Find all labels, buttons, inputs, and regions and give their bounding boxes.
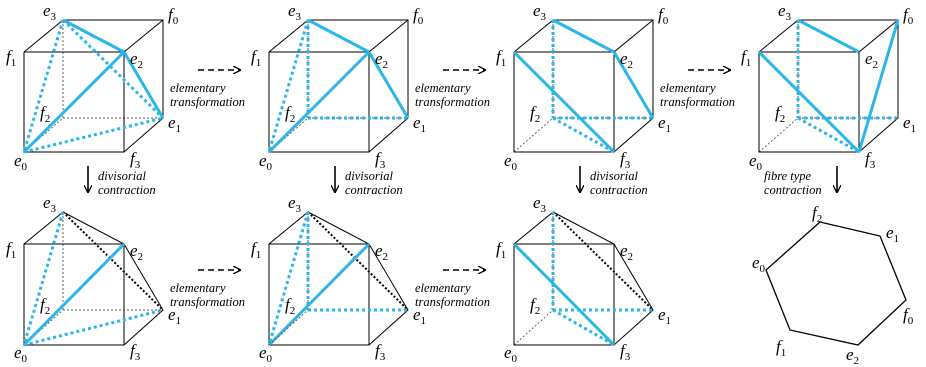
vertex-e3-top3: e3 xyxy=(533,1,547,23)
label-divisorial-3a: divisorial xyxy=(590,169,638,183)
vertex-e0-top4: e0 xyxy=(749,151,763,173)
label-divisorial-1a: divisorial xyxy=(98,169,146,183)
vertex-f2-top1: f2 xyxy=(40,103,50,125)
vertex-e1-top1: e1 xyxy=(168,113,181,135)
vertex-e1-top2: e1 xyxy=(413,113,426,135)
label-elementary-1a: elementary xyxy=(170,81,226,95)
label-elementary-2b: transformation xyxy=(415,95,490,109)
vertex-f3-top1: f3 xyxy=(130,149,141,171)
vertex-e2-top1: e2 xyxy=(130,49,143,71)
vertex-e3-top2: e3 xyxy=(288,1,302,23)
vertex-f1-top4: f1 xyxy=(741,47,751,69)
label-elementary-2a: elementary xyxy=(415,81,471,95)
vertex-f1-hex: f1 xyxy=(776,337,786,359)
vertex-e2-top3: e2 xyxy=(620,49,633,71)
hexagon xyxy=(765,221,907,346)
vertex-f3-bottom2: f3 xyxy=(375,341,386,363)
cube-top-4 xyxy=(757,18,900,154)
polytope-bottom-3 xyxy=(512,211,654,347)
vertex-f1-top3: f1 xyxy=(496,47,506,69)
vertex-e3-bottom2: e3 xyxy=(288,193,302,215)
label-elementary-5a: elementary xyxy=(415,281,471,295)
vertex-f1-bottom2: f1 xyxy=(251,239,261,261)
label-elementary-4b: transformation xyxy=(170,295,245,309)
vertex-e2-bottom1: e2 xyxy=(130,241,143,263)
label-elementary-5b: transformation xyxy=(415,295,490,309)
label-divisorial-3b: contraction xyxy=(590,183,648,197)
polytope-bottom-1 xyxy=(22,211,164,347)
vertex-e3-bottom1: e3 xyxy=(43,193,57,215)
vertex-f1-bottom3: f1 xyxy=(496,239,506,261)
vertex-f2-top3: f2 xyxy=(530,103,540,125)
vertex-e3-bottom3: e3 xyxy=(533,193,547,215)
label-elementary-3b: transformation xyxy=(660,95,735,109)
vertex-f0-top3: f0 xyxy=(658,5,669,27)
vertex-e1-top4: e1 xyxy=(903,113,916,135)
vertex-f2-bottom1: f2 xyxy=(40,295,50,317)
label-fibre-b: contraction xyxy=(764,183,822,197)
vertex-f2-hex: f2 xyxy=(812,203,822,225)
vertex-e0-bottom3: e0 xyxy=(504,343,518,365)
vertex-e2-bottom2: e2 xyxy=(375,241,388,263)
vertex-e0-top1: e0 xyxy=(14,151,28,173)
vertex-e0-top3: e0 xyxy=(504,151,518,173)
vertex-f3-bottom1: f3 xyxy=(130,341,141,363)
cube-top-3 xyxy=(512,18,655,154)
label-elementary-3a: elementary xyxy=(660,81,716,95)
vertex-e1-bottom2: e1 xyxy=(413,305,426,327)
vertex-e1-bottom1: e1 xyxy=(168,305,181,327)
annotations: elementary transformation elementary tra… xyxy=(98,81,822,309)
label-elementary-1b: transformation xyxy=(170,95,245,109)
vertex-f0-hex: f0 xyxy=(903,305,914,327)
vertex-f2-top4: f2 xyxy=(775,103,785,125)
label-divisorial-2b: contraction xyxy=(345,183,403,197)
vertex-e2-top4: e2 xyxy=(865,49,878,71)
vertex-labels: e3 f0 f1 e2 f2 e1 e0 f3 e3 f0 f1 e2 f2 e1 e0 f3 e3 f0 f1 e2… xyxy=(6,1,916,367)
vertex-f2-bottom3: f2 xyxy=(530,295,540,317)
label-divisorial-1b: contraction xyxy=(98,183,156,197)
label-fibre-a: fibre type xyxy=(764,169,812,183)
vertex-e0-hex: e0 xyxy=(752,253,766,275)
vertex-f3-top3: f3 xyxy=(620,149,631,171)
vertex-e2-top2: e2 xyxy=(375,49,388,71)
arrows xyxy=(88,70,837,270)
vertex-e1-bottom3: e1 xyxy=(658,305,671,327)
cube-top-2 xyxy=(267,18,410,154)
vertex-f2-top2: f2 xyxy=(285,103,295,125)
vertex-e3-top4: e3 xyxy=(778,1,792,23)
vertex-e3-top1: e3 xyxy=(43,1,57,23)
vertex-f1-top1: f1 xyxy=(6,47,16,69)
vertex-e1-top3: e1 xyxy=(658,113,671,135)
vertex-e2-bottom3: e2 xyxy=(620,241,633,263)
vertex-f2-bottom2: f2 xyxy=(285,295,295,317)
vertex-f3-bottom3: f3 xyxy=(620,341,631,363)
vertex-e0-bottom1: e0 xyxy=(14,343,28,365)
vertex-f0-top4: f0 xyxy=(903,5,914,27)
polytope-bottom-2 xyxy=(267,211,409,347)
vertex-e1-hex: e1 xyxy=(886,223,899,245)
cube-top-1 xyxy=(22,18,165,154)
vertex-f1-top2: f1 xyxy=(251,47,261,69)
vertex-e0-bottom2: e0 xyxy=(259,343,273,365)
vertex-e0-top2: e0 xyxy=(259,151,273,173)
vertex-f0-top1: f0 xyxy=(168,5,179,27)
vertex-f3-top2: f3 xyxy=(375,149,386,171)
vertex-f0-top2: f0 xyxy=(413,5,424,27)
vertex-f1-bottom1: f1 xyxy=(6,239,16,261)
vertex-e2-hex: e2 xyxy=(846,345,859,367)
vertex-f3-top4: f3 xyxy=(865,149,876,171)
label-elementary-4a: elementary xyxy=(170,281,226,295)
label-divisorial-2a: divisorial xyxy=(345,169,393,183)
